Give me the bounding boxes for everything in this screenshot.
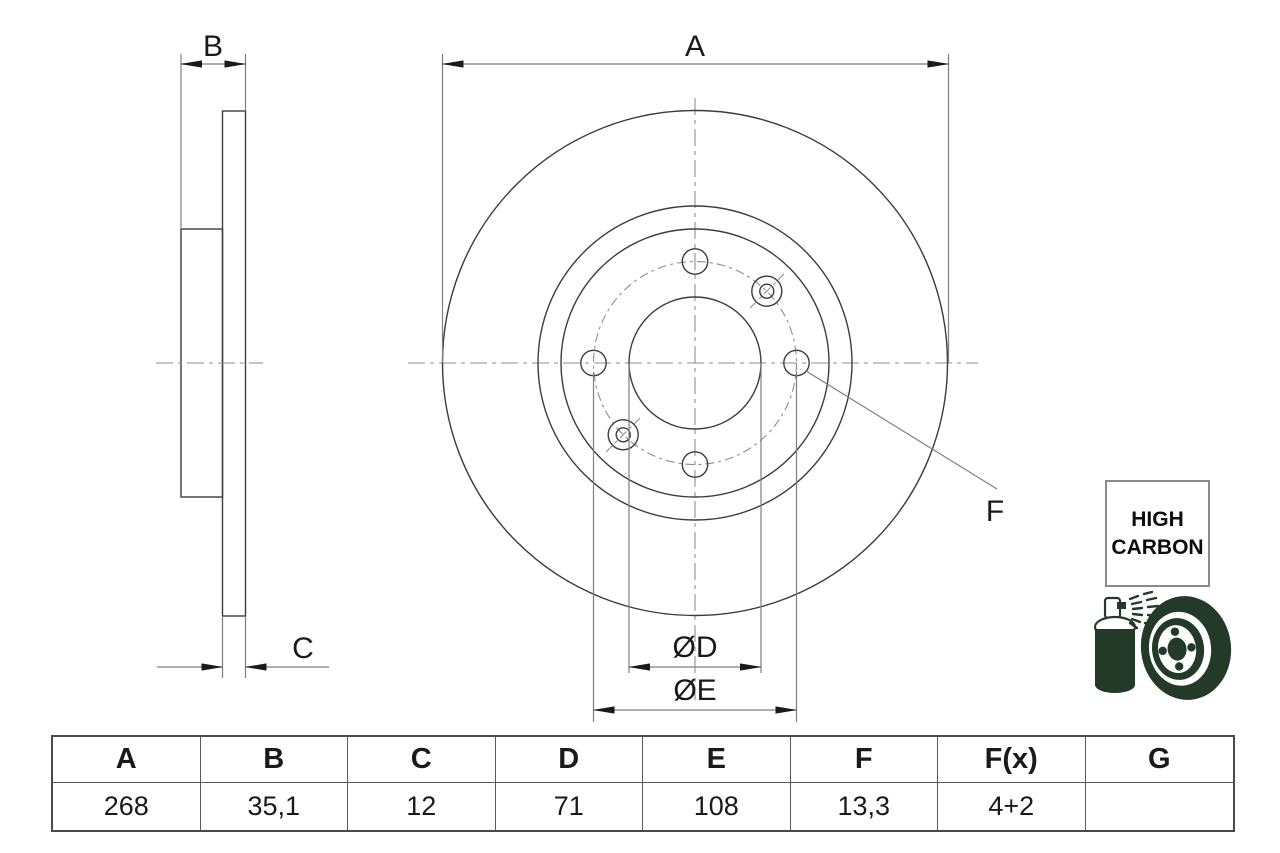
table-value-c: 12	[348, 783, 496, 830]
table-header-c: C	[348, 737, 496, 783]
dimension-e: ØE	[592, 372, 798, 722]
leader-f-line	[805, 370, 998, 490]
dimension-d: ØD	[628, 363, 762, 673]
pin-hole-sw-inner	[615, 427, 631, 443]
bolt-circle	[592, 260, 798, 466]
dim-b-label: B	[203, 30, 223, 63]
table-value-e: 108	[643, 783, 791, 830]
table-value-b: 35,1	[201, 783, 348, 830]
pin-hole-sw-centerline	[605, 417, 641, 453]
leader-f: F	[805, 370, 1004, 528]
dimension-b: B	[180, 30, 247, 229]
dimension-c: C	[157, 616, 329, 678]
table-header-fx: F(x)	[938, 737, 1086, 783]
pin-hole-ne-inner	[759, 283, 775, 299]
table-value-a: 268	[53, 783, 201, 830]
dimension-a: A	[441, 30, 950, 363]
leader-f-label: F	[986, 495, 1004, 528]
pin-hole-ne-outer	[751, 275, 783, 307]
pin-hole-ne-centerline	[749, 273, 785, 309]
pin-hole-sw-outer	[607, 419, 639, 451]
friction-surface-inner-circle	[537, 205, 853, 521]
table-header-a: A	[53, 737, 201, 783]
spec-table: A B C D E F F(x) G 268 35,1 12 71 108 13…	[51, 735, 1235, 832]
table-header-b: B	[200, 737, 348, 783]
coated-disc-icon	[1093, 591, 1232, 700]
table-header-f: F	[790, 737, 938, 783]
side-view	[156, 110, 263, 617]
table-header-d: D	[495, 737, 643, 783]
table-value-fx: 4+2	[938, 783, 1086, 830]
brake-disc-icon	[1140, 596, 1232, 700]
table-header-g: G	[1085, 737, 1233, 783]
high-carbon-badge: HIGH CARBON	[1105, 480, 1210, 587]
hat-edge-circle	[560, 228, 830, 498]
dim-e-label: ØE	[673, 674, 716, 707]
spray-mist-icon	[1128, 591, 1160, 630]
dim-d-label: ØD	[673, 631, 718, 664]
front-view	[408, 98, 978, 700]
dim-c-label: C	[292, 632, 314, 665]
table-value-f: 13,3	[791, 783, 938, 830]
table-header-e: E	[643, 737, 791, 783]
bolt-hole-bottom	[681, 451, 709, 478]
dim-a-label: A	[685, 30, 705, 63]
spray-can-icon	[1093, 596, 1137, 693]
high-carbon-line1: HIGH	[1131, 507, 1184, 531]
table-value-d: 71	[496, 783, 643, 830]
bolt-hole-top	[681, 248, 709, 275]
table-value-g	[1086, 783, 1234, 830]
high-carbon-line2: CARBON	[1111, 535, 1204, 559]
